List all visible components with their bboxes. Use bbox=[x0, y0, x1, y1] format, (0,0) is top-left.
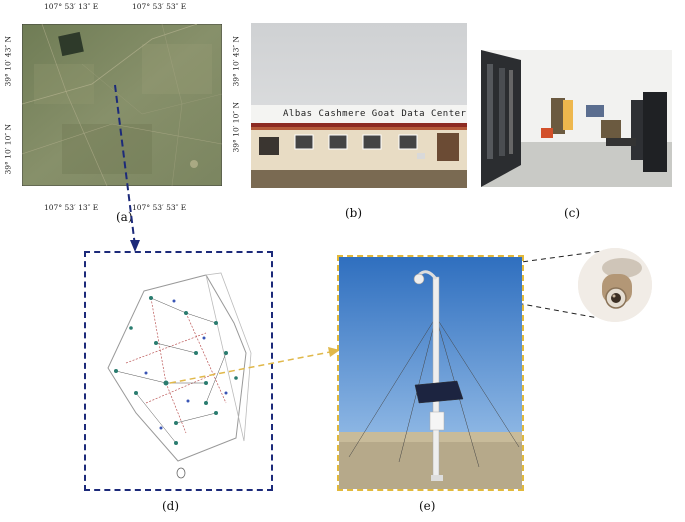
satellite-map bbox=[22, 24, 222, 186]
camera-closeup bbox=[578, 248, 652, 322]
panel-a-label: (a) bbox=[116, 210, 133, 224]
panel-a: 107° 53′ 13″ E 107° 53′ 53″ E 39° 10′ 43… bbox=[0, 0, 250, 230]
network-layout bbox=[107, 272, 252, 479]
panel-b-photo: Albas Cashmere Goat Data Center bbox=[251, 23, 467, 188]
panel-c-label: (c) bbox=[564, 206, 581, 220]
panel-b-label: (b) bbox=[345, 206, 363, 220]
panel-d-label: (d) bbox=[162, 499, 180, 513]
panel-c-photo bbox=[481, 50, 672, 187]
building-photo bbox=[251, 23, 467, 188]
camera-pole-photo bbox=[339, 257, 522, 489]
server-room-photo bbox=[481, 50, 672, 187]
camera-closeup-image bbox=[578, 248, 652, 322]
panel-e-label: (e) bbox=[419, 499, 436, 513]
building-sign: Albas Cashmere Goat Data Center bbox=[283, 109, 467, 119]
panel-d-frame bbox=[84, 251, 273, 491]
coord-top-left: 107° 53′ 13″ E bbox=[44, 2, 99, 11]
coord-bottom-left: 107° 53′ 13″ E bbox=[44, 203, 99, 212]
panel-e-frame bbox=[337, 255, 524, 491]
coord-top-right: 107° 53′ 53″ E bbox=[132, 2, 187, 11]
coord-bottom-right: 107° 53′ 53″ E bbox=[132, 203, 187, 212]
